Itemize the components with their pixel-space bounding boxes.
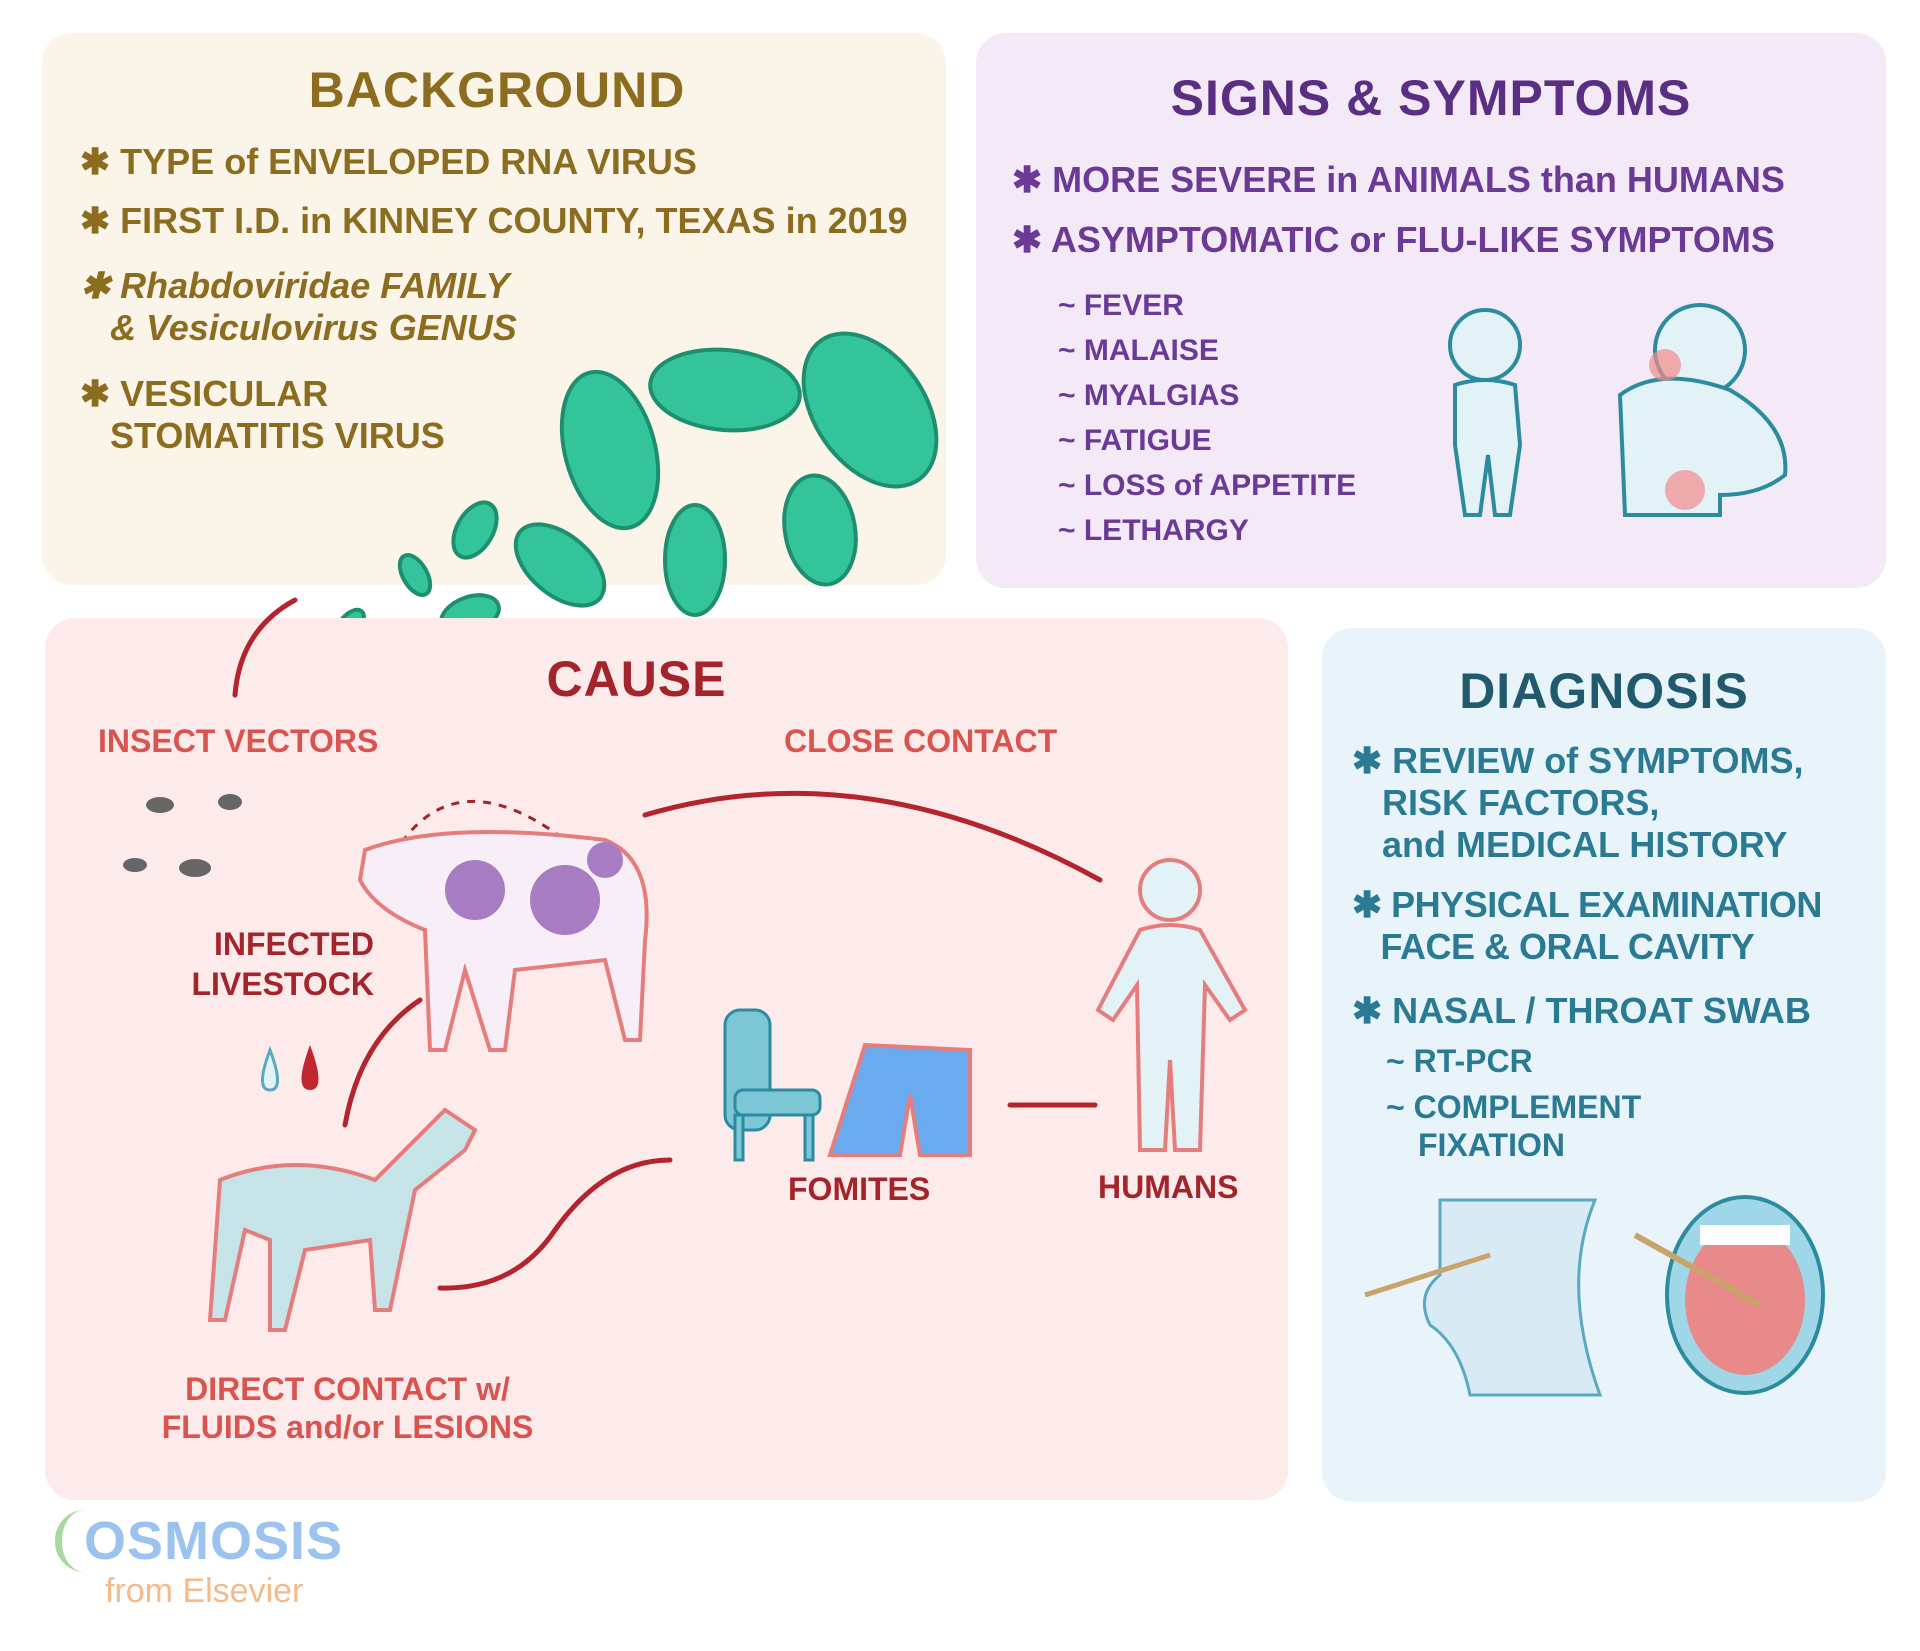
cause-title: CAUSE <box>546 651 727 707</box>
human-figure-icon <box>1095 858 1248 1152</box>
fomites-label: FOMITES <box>788 1171 931 1207</box>
background-panel: BACKGROUND ✱ TYPE of ENVELOPED RNA VIRUS… <box>42 33 946 585</box>
arrow-livestock-to-horse <box>342 997 423 1128</box>
symptom-item: ~ MALAISE <box>1058 334 1219 367</box>
test-item: FIXATION <box>1418 1127 1565 1163</box>
symptom-item: ~ MYALGIAS <box>1058 379 1240 412</box>
horse-icon <box>207 1107 478 1332</box>
bullet-text: FIRST I.D. in KINNEY COUNTY, TEXAS in 20… <box>120 200 908 241</box>
test-item: ~ COMPLEMENT <box>1386 1089 1642 1125</box>
symptom-item: ~ LETHARGY <box>1058 514 1249 547</box>
bullet: ✱ VESICULAR STOMATITIS VIRUS <box>80 373 445 456</box>
bullet: ✱ ASYMPTOMATIC or FLU-LIKE SYMPTOMS <box>1012 219 1775 260</box>
blood-droplet-icon <box>301 1045 319 1090</box>
symptom-list: ~ FEVER ~ MALAISE ~ MYALGIAS ~ FATIGUE ~… <box>1058 283 1356 553</box>
shorts-icon <box>827 1042 972 1157</box>
nasal-cavity-icon <box>1422 1198 1603 1397</box>
clear-droplet-icon <box>261 1045 279 1092</box>
bullet: ✱ MORE SEVERE in ANIMALS than HUMANS <box>1012 159 1785 200</box>
bullet: ✱ FIRST I.D. in KINNEY COUNTY, TEXAS in … <box>80 200 908 241</box>
sick-person-illustration <box>1448 303 1788 517</box>
bullet-text: MORE SEVERE in ANIMALS than HUMANS <box>1052 159 1785 200</box>
label-line: FLUIDS and/or LESIONS <box>161 1409 534 1445</box>
swab-illustration <box>1364 1195 1825 1397</box>
symptom-item: ~ FATIGUE <box>1058 424 1212 457</box>
bullet: ✱ NASAL / THROAT SWAB <box>1352 990 1811 1031</box>
humans-label: HUMANS <box>1098 1169 1239 1205</box>
transmission-illustration <box>123 597 1248 1332</box>
bullet-text: VESICULAR <box>120 373 329 414</box>
insect-vectors-label: INSECT VECTORS <box>98 723 379 759</box>
bullet-text: and MEDICAL HISTORY <box>1382 824 1788 865</box>
bullet-text: PHYSICAL EXAMINATION <box>1391 884 1822 925</box>
bullet-text: Rhabdoviridae FAMILY <box>120 265 510 306</box>
virus-particles-illustration <box>334 331 939 678</box>
arrow-virus-to-insects <box>232 597 298 698</box>
bullet: ✱ PHYSICAL EXAMINATION FACE & ORAL CAVIT… <box>1352 884 1822 967</box>
label-line: INFECTED <box>214 926 374 962</box>
bullet-text: REVIEW of SYMPTOMS, <box>1392 740 1804 781</box>
label-line: DIRECT CONTACT w/ <box>185 1371 510 1407</box>
arrow-close-contact <box>642 790 1103 883</box>
arrow-horse-to-fomites <box>437 1157 673 1291</box>
osmosis-logo: OSMOSIS from Elsevier <box>55 1510 343 1611</box>
test-item: ~ RT-PCR <box>1386 1043 1533 1079</box>
bullet-text: STOMATITIS VIRUS <box>110 415 445 456</box>
flies-icon <box>123 794 242 877</box>
direct-contact-label: DIRECT CONTACT w/FLUIDS and/or LESIONS <box>150 1370 545 1446</box>
bullet: ✱ REVIEW of SYMPTOMS, RISK FACTORS, and … <box>1352 740 1804 865</box>
bullet-text: & Vesiculovirus GENUS <box>110 307 517 348</box>
bullet-text: RISK FACTORS, <box>1382 782 1660 823</box>
chair-icon <box>723 1008 822 1162</box>
bullet: ✱ TYPE of ENVELOPED RNA VIRUS <box>80 141 697 182</box>
cause-panel: CAUSE <box>45 618 1288 1500</box>
bullet-text: FACE & ORAL CAVITY <box>1380 926 1755 967</box>
logo-tagline: from Elsevier <box>105 1572 304 1610</box>
bullet: ✱ Rhabdoviridae FAMILY & Vesiculovirus G… <box>80 265 517 348</box>
diagnosis-title: DIAGNOSIS <box>1459 663 1749 719</box>
background-title: BACKGROUND <box>308 62 686 118</box>
bullet-text: NASAL / THROAT SWAB <box>1392 990 1811 1031</box>
bullet-text: ASYMPTOMATIC or FLU-LIKE SYMPTOMS <box>1050 219 1775 260</box>
label-line: LIVESTOCK <box>191 966 374 1002</box>
signs-title: SIGNS & SYMPTOMS <box>1170 70 1692 126</box>
close-contact-label: CLOSE CONTACT <box>784 723 1058 759</box>
symptom-item: ~ LOSS of APPETITE <box>1058 469 1357 502</box>
infected-livestock-label: INFECTED LIVESTOCK <box>168 924 374 1004</box>
logo-mark: OSMOSIS <box>55 1510 343 1572</box>
symptom-item: ~ FEVER <box>1058 289 1184 322</box>
test-list: ~ RT-PCR ~ COMPLEMENT FIXATION <box>1386 1042 1641 1164</box>
bullet-text: TYPE of ENVELOPED RNA VIRUS <box>120 141 697 182</box>
diagnosis-panel: DIAGNOSIS ✱ REVIEW of SYMPTOMS, RISK FAC… <box>1322 628 1886 1502</box>
